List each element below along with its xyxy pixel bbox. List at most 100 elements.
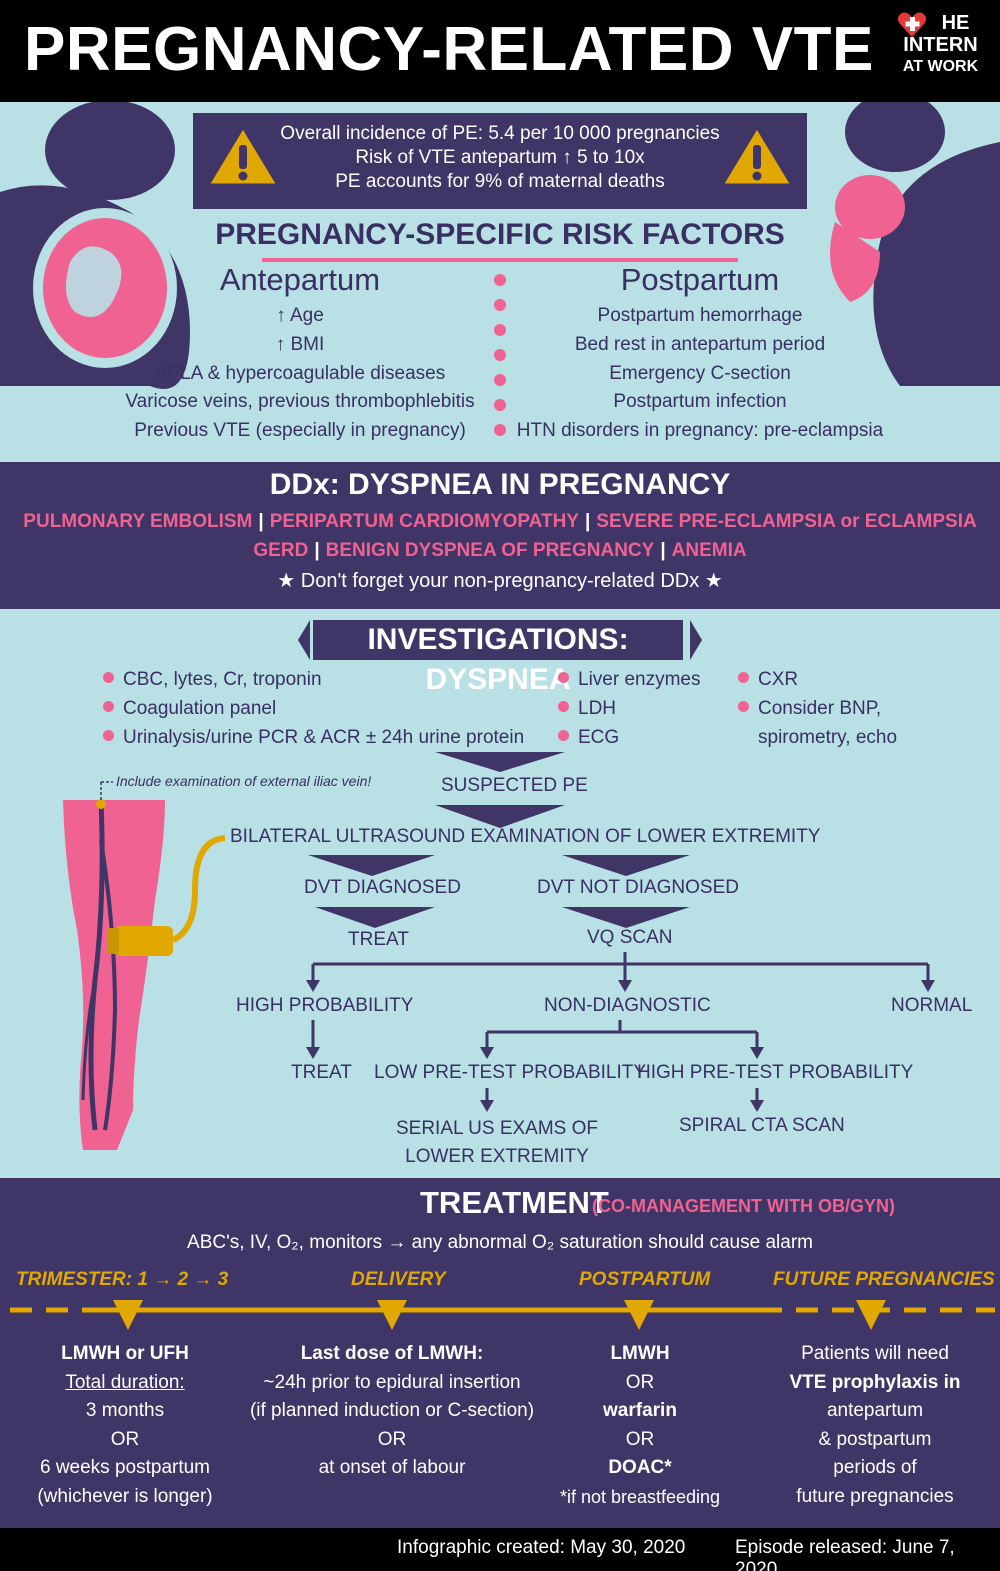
brand-line1: HE bbox=[941, 12, 970, 34]
non-diagnostic-node: NON-DIAGNOSTIC bbox=[544, 995, 711, 1016]
ddx-item: ANEMIA bbox=[671, 540, 747, 561]
risk-factors-title: PREGNANCY-SPECIFIC RISK FACTORS bbox=[215, 218, 785, 251]
investigations-banner-arrows bbox=[298, 620, 702, 660]
future-line: VTE prophylaxis in bbox=[789, 1371, 961, 1393]
future-line: Patients will need bbox=[801, 1343, 949, 1364]
flowchart-graphics bbox=[306, 752, 935, 1112]
page-title: PREGNANCY-RELATED VTE bbox=[24, 15, 874, 84]
bullet-icon bbox=[558, 672, 569, 684]
ddx-row-2: GERD|BENIGN DYSPNEA OF PREGNANCY|ANEMIA bbox=[0, 540, 1000, 562]
brand-logo: HE INTERN AT WORK bbox=[893, 12, 988, 78]
stage-delivery: DELIVERY bbox=[351, 1269, 446, 1290]
antepartum-item: APLA & hypercoagulable diseases bbox=[154, 362, 446, 384]
trimester-line: LMWH or UFH bbox=[61, 1343, 189, 1364]
investigation-item: LDH bbox=[558, 695, 701, 724]
delivery-line: at onset of labour bbox=[318, 1457, 466, 1479]
flow-arrow bbox=[435, 752, 565, 772]
created-date: Infographic created: May 30, 2020 bbox=[397, 1537, 686, 1558]
trimester-line: OR bbox=[110, 1428, 140, 1450]
bullet-icon bbox=[738, 672, 749, 684]
dvt-not-diagnosed-node: DVT NOT DIAGNOSED bbox=[537, 877, 739, 898]
dotted-divider bbox=[494, 274, 506, 436]
antepartum-column: Antepartum ↑ Age ↑ BMI APLA & hypercoagu… bbox=[110, 262, 490, 446]
stats-box bbox=[193, 113, 807, 209]
antepartum-item: Varicose veins, previous thrombophlebiti… bbox=[125, 391, 475, 413]
stat-risk: Risk of VTE antepartum ↑ 5 to 10x bbox=[355, 147, 645, 168]
investigations-col-1: CBC, lytes, Cr, troponin Coagulation pan… bbox=[103, 666, 524, 752]
stat-incidence: Overall incidence of PE: 5.4 per 10 000 … bbox=[280, 123, 720, 144]
released-date: Episode released: June 7, 2020 bbox=[735, 1537, 955, 1571]
trimester-line: 6 weeks postpartum bbox=[39, 1457, 211, 1479]
flow-arrow bbox=[562, 907, 690, 928]
delivery-line: (if planned induction or C-section) bbox=[249, 1400, 535, 1422]
ddx-item: SEVERE PRE-ECLAMPSIA or ECLAMPSIA bbox=[596, 511, 977, 532]
investigation-item: Consider BNP, bbox=[738, 695, 897, 724]
investigation-item: ECG bbox=[558, 724, 701, 753]
brand-line2: INTERN bbox=[903, 34, 978, 56]
bullet-icon bbox=[103, 730, 114, 742]
background-illustrations bbox=[0, 102, 1000, 389]
timeline-marker bbox=[624, 1300, 654, 1330]
ddx-separator: | bbox=[584, 511, 591, 532]
iliac-vein-note: Include examination of external iliac ve… bbox=[116, 773, 372, 789]
risk-factors-underline bbox=[262, 258, 738, 262]
flow-arrow bbox=[562, 855, 690, 876]
investigations-title: INVESTIGATIONS: DYSPNEA bbox=[313, 620, 683, 696]
investigations-col-2: Liver enzymes LDH ECG bbox=[558, 666, 701, 752]
treatment-title: TREATMENT bbox=[420, 1185, 609, 1220]
postpartum-tx-column: LMWH OR warfarin OR DOAC* *if not breast… bbox=[540, 1340, 740, 1512]
postpartum-tx-line: OR bbox=[625, 1428, 655, 1450]
bullet-icon bbox=[738, 701, 749, 713]
investigation-item: Liver enzymes bbox=[558, 666, 701, 695]
ddx-separator: | bbox=[258, 511, 264, 532]
serial-us-node: SERIAL US EXAMS OF LOWER EXTREMITY bbox=[395, 1118, 598, 1167]
ddx-item: PULMONARY EMBOLISM bbox=[23, 511, 253, 532]
ddx-note: ★ Don't forget your non-pregnancy-relate… bbox=[277, 570, 723, 592]
treat-node: TREAT bbox=[348, 929, 409, 950]
postpartum-tx-line: *if not breastfeeding bbox=[559, 1486, 721, 1507]
stage-future: FUTURE PREGNANCIES bbox=[773, 1269, 995, 1290]
ddx-separator: | bbox=[660, 540, 666, 561]
bullet-icon bbox=[558, 730, 569, 742]
trimester-line: (whichever is longer) bbox=[37, 1485, 213, 1507]
ddx-separator: | bbox=[314, 540, 320, 561]
ultrasound-node: BILATERAL ULTRASOUND EXAMINATION OF LOWE… bbox=[230, 826, 821, 847]
low-pretest-node: LOW PRE-TEST PROBABILITY bbox=[374, 1062, 647, 1083]
left-mother-silhouette bbox=[0, 102, 190, 389]
postpartum-tx-line: LMWH bbox=[610, 1343, 670, 1364]
right-mother-silhouette bbox=[830, 102, 1000, 386]
treatment-subtitle: (CO-MANAGEMENT WITH OB/GYN) bbox=[592, 1196, 895, 1216]
postpartum-item: Postpartum infection bbox=[613, 391, 787, 413]
investigation-item: CBC, lytes, Cr, troponin bbox=[103, 666, 524, 695]
ddx-band bbox=[0, 462, 1000, 609]
postpartum-item: Postpartum hemorrhage bbox=[597, 305, 803, 326]
trimester-line: 3 months bbox=[85, 1400, 165, 1422]
delivery-line: Last dose of LMWH: bbox=[300, 1343, 484, 1364]
treat-node-2: TREAT bbox=[291, 1062, 352, 1083]
stage-trimester: TRIMESTER: 1 → 2 → 3 bbox=[16, 1269, 229, 1290]
postpartum-tx-line: DOAC* bbox=[608, 1457, 672, 1479]
postpartum-column: Postpartum Postpartum hemorrhage Bed res… bbox=[510, 262, 890, 446]
future-line: antepartum bbox=[826, 1400, 924, 1422]
antepartum-item: ↑ Age bbox=[276, 305, 324, 326]
ddx-item: BENIGN DYSPNEA OF PREGNANCY bbox=[325, 540, 655, 561]
brand-line3: AT WORK bbox=[902, 58, 979, 75]
warning-icon-left bbox=[206, 125, 280, 187]
high-pretest-node: HIGH PRE-TEST PROBABILITY bbox=[637, 1062, 914, 1083]
treatment-band bbox=[0, 1178, 1000, 1528]
normal-node: NORMAL bbox=[891, 995, 973, 1016]
investigation-item: Urinalysis/urine PCR & ACR ± 24h urine p… bbox=[103, 724, 524, 753]
suspected-pe-node: SUSPECTED PE bbox=[441, 775, 588, 796]
postpartum-item: Bed rest in antepartum period bbox=[574, 333, 826, 355]
future-line: periods of bbox=[833, 1457, 917, 1479]
heart-cross-icon bbox=[897, 12, 927, 37]
high-probability-node: HIGH PROBABILITY bbox=[236, 995, 414, 1016]
stats-text: Overall incidence of PE: 5.4 per 10 000 … bbox=[260, 122, 740, 194]
timeline-marker bbox=[113, 1300, 143, 1330]
treatment-abc-line: ABC's, IV, O₂, monitors → any abnormal O… bbox=[187, 1232, 813, 1253]
trimester-line: Total duration: bbox=[65, 1371, 185, 1393]
antepartum-item: Previous VTE (especially in pregnancy) bbox=[134, 420, 466, 442]
future-column: Patients will need VTE prophylaxis in an… bbox=[770, 1340, 980, 1512]
ddx-item: GERD bbox=[253, 540, 309, 561]
